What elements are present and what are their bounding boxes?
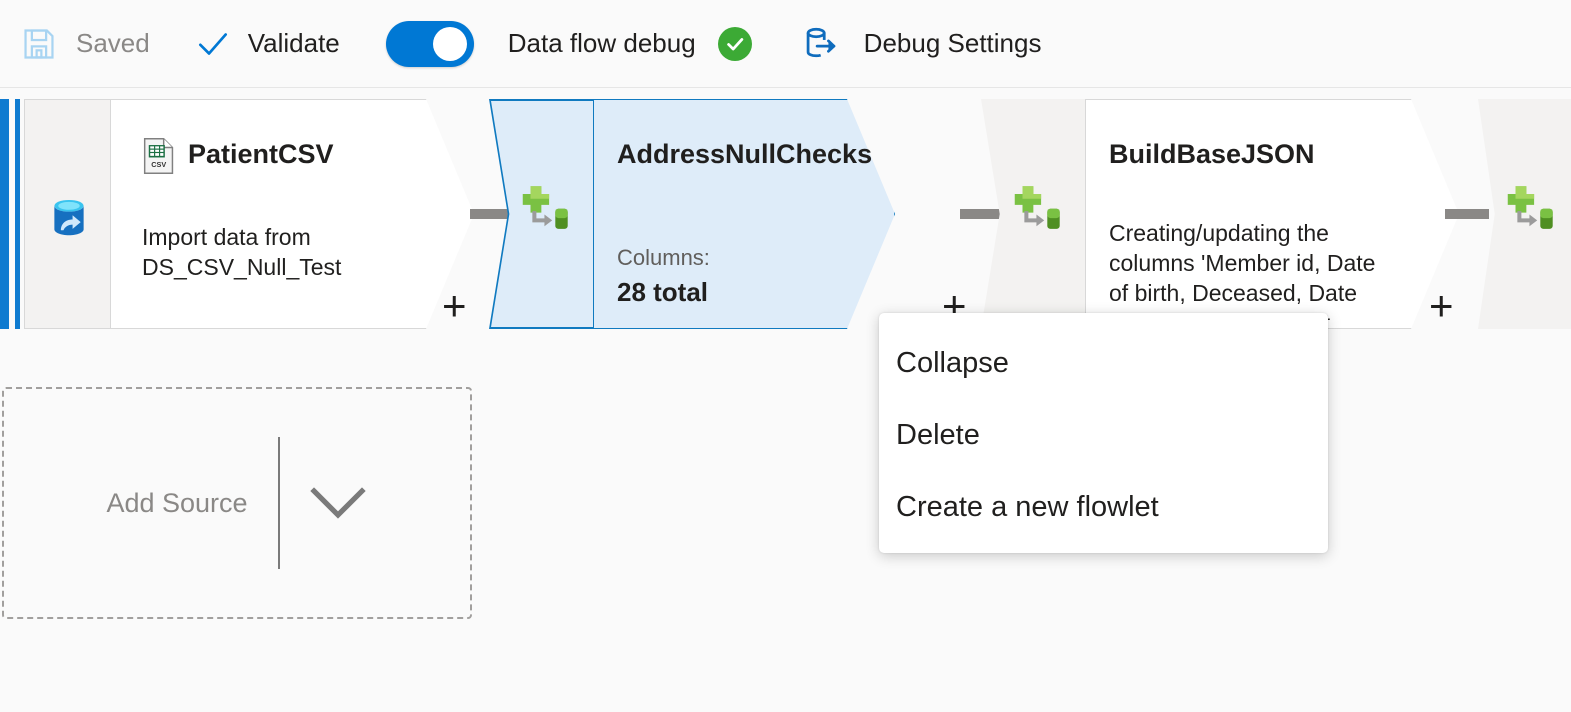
green-check-circle-icon	[717, 26, 752, 61]
context-menu-item-collapse[interactable]: Collapse	[879, 327, 1328, 399]
connector-1	[470, 209, 510, 219]
derived-column-icon	[1500, 177, 1562, 244]
context-menu-item-label: Create a new flowlet	[896, 490, 1159, 523]
node-handle-patient-csv[interactable]	[24, 99, 110, 329]
save-button[interactable]: Saved	[20, 16, 150, 72]
add-source-label: Add Source	[106, 487, 248, 518]
add-source-button[interactable]: Add Source	[2, 387, 472, 619]
node-handle-build-base-json[interactable]	[981, 99, 1085, 329]
node-body-build-base-json[interactable]: BuildBaseJSON Creating/updating the colu…	[1085, 99, 1459, 329]
add-source-divider	[277, 437, 280, 569]
stream-rail-secondary	[15, 99, 20, 329]
derived-column-icon	[515, 177, 577, 244]
toggle-knob	[432, 26, 467, 61]
node-title-patient-csv: PatientCSV	[188, 139, 334, 169]
svg-text:CSV: CSV	[151, 160, 166, 169]
toggle-track[interactable]	[385, 20, 474, 67]
node-next-partial[interactable]	[1478, 99, 1571, 329]
node-row: CSV PatientCSV Import data from DS_CSV_N…	[0, 99, 1571, 329]
chevron-down-icon[interactable]	[308, 485, 368, 521]
validate-button[interactable]: Validate	[194, 16, 340, 72]
node-shape	[110, 99, 474, 329]
node-title-build-base-json: BuildBaseJSON	[1109, 139, 1315, 169]
node-stat-label: Columns:	[617, 245, 710, 270]
data-flow-debug-toggle[interactable]	[385, 16, 474, 72]
node-address-null-checks[interactable]: AddressNullChecks Columns: 28 total	[489, 99, 895, 329]
toolbar: Saved Validate Data flow debug	[0, 0, 1571, 88]
connector-2	[960, 209, 1002, 219]
node-body-patient-csv[interactable]: CSV PatientCSV Import data from DS_CSV_N…	[110, 99, 474, 329]
csv-file-icon: CSV	[142, 137, 176, 180]
node-stat-value: 28 total	[617, 277, 709, 307]
add-node-button-patient-csv[interactable]: +	[442, 282, 467, 329]
node-description-patient-csv: Import data from DS_CSV_Null_Test	[142, 224, 342, 280]
connector-3	[1445, 209, 1489, 219]
node-handle-next-partial[interactable]	[1478, 99, 1571, 329]
context-menu[interactable]: Collapse Delete Create a new flowlet	[879, 313, 1328, 553]
add-node-button-build-base-json[interactable]: +	[1429, 282, 1454, 329]
node-build-base-json[interactable]: BuildBaseJSON Creating/updating the colu…	[981, 99, 1459, 329]
save-floppy-icon	[20, 25, 58, 63]
validate-label: Validate	[247, 28, 340, 58]
data-flow-debug-label-group: Data flow debug	[508, 16, 752, 72]
derived-column-icon	[1007, 177, 1069, 244]
save-label: Saved	[76, 28, 150, 58]
context-menu-item-create-a-new-flowlet[interactable]: Create a new flowlet	[879, 471, 1328, 543]
context-menu-item-label: Collapse	[896, 346, 1009, 379]
node-body-address-null-checks[interactable]: AddressNullChecks Columns: 28 total	[593, 99, 895, 329]
node-patient-csv[interactable]: CSV PatientCSV Import data from DS_CSV_N…	[24, 99, 474, 329]
source-database-icon	[43, 192, 95, 249]
database-export-icon	[800, 23, 842, 65]
checkmark-icon	[194, 25, 232, 63]
data-flow-debug-label: Data flow debug	[507, 28, 696, 58]
node-description-build-base-json: Creating/updating the columns 'Member id…	[1109, 220, 1376, 323]
node-shape	[1085, 99, 1459, 329]
debug-settings-button[interactable]: Debug Settings	[800, 16, 1042, 72]
node-title-address-null-checks: AddressNullChecks	[617, 139, 873, 169]
context-menu-item-delete[interactable]: Delete	[879, 399, 1328, 471]
node-handle-address-null-checks[interactable]	[489, 99, 593, 329]
flow-canvas[interactable]: CSV PatientCSV Import data from DS_CSV_N…	[0, 89, 1571, 712]
node-shape	[593, 99, 895, 329]
context-menu-item-label: Delete	[896, 418, 980, 451]
stream-rail-primary	[0, 99, 9, 329]
debug-settings-label: Debug Settings	[863, 28, 1042, 58]
